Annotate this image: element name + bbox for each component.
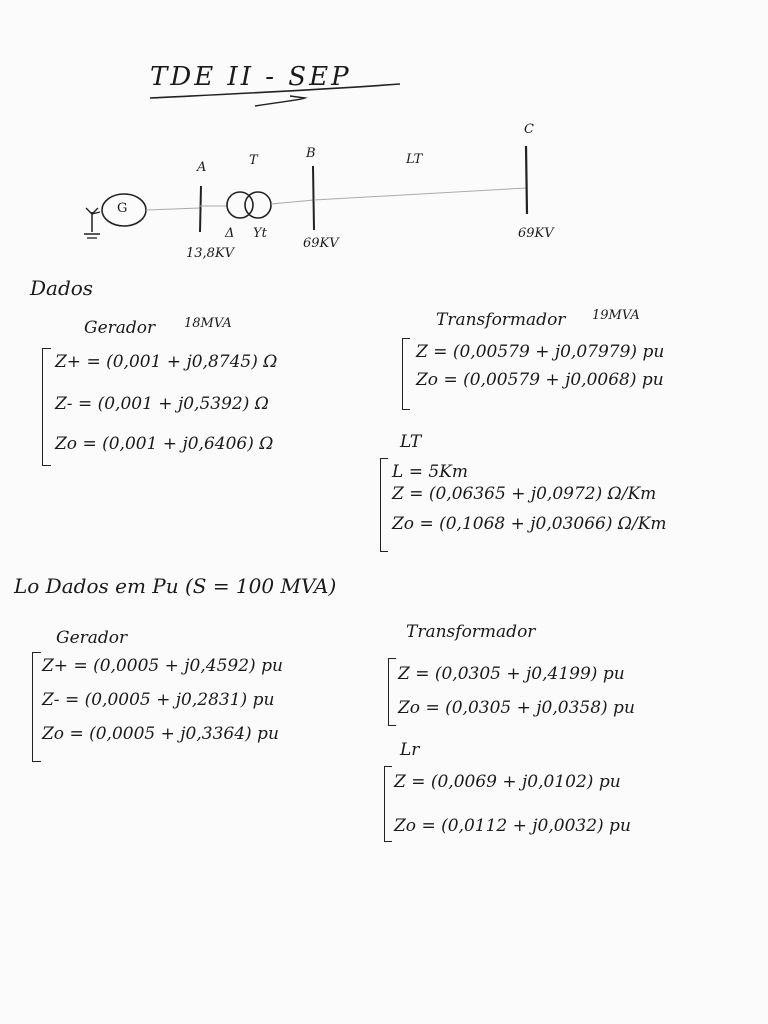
pu-gerador-label: Gerador	[56, 628, 128, 648]
pu-lt-z: Z = (0,0069 + j0,0102) pu	[394, 772, 621, 792]
transformer-label: T	[249, 153, 258, 168]
line-label: LT	[406, 152, 423, 167]
dados-heading: Dados	[30, 276, 94, 300]
lt-z: Z = (0,06365 + j0,0972) Ω/Km	[392, 484, 657, 504]
ground-icon	[84, 207, 101, 239]
title-underline	[149, 83, 401, 107]
pu-lt-label: Lr	[400, 740, 420, 760]
gerador-rating: 18MVA	[184, 316, 232, 331]
transmission-line	[313, 187, 527, 201]
lt-label: LT	[400, 432, 422, 452]
one-line-diagram	[84, 145, 529, 239]
lt-z-zero: Zo = (0,1068 + j0,03066) Ω/Km	[392, 514, 667, 534]
lt-length: L = 5Km	[392, 462, 468, 482]
transformador-z: Z = (0,00579 + j0,07979) pu	[416, 342, 665, 362]
gerador-z-zero: Zo = (0,001 + j0,6406) Ω	[55, 434, 274, 454]
bus-c	[524, 145, 529, 215]
bus-b	[312, 165, 315, 231]
bus-b-label: B	[306, 146, 316, 161]
pu-gerador-z-pos: Z+ = (0,0005 + j0,4592) pu	[42, 656, 283, 676]
pu-transformador-z: Z = (0,0305 + j0,4199) pu	[398, 664, 625, 684]
wye-connection-label: Yt	[253, 226, 267, 241]
voltage-a-label: 13,8KV	[186, 246, 235, 261]
voltage-c-label: 69KV	[518, 226, 554, 241]
gerador-z-neg: Z- = (0,001 + j0,5392) Ω	[55, 394, 269, 414]
lt-bracket	[380, 458, 388, 552]
gerador-z-pos: Z+ = (0,001 + j0,8745) Ω	[55, 352, 278, 372]
transformador-z-zero: Zo = (0,00579 + j0,0068) pu	[416, 370, 664, 390]
voltage-b-label: 69KV	[303, 236, 339, 251]
pu-transformador-bracket	[388, 658, 396, 726]
bus-a	[199, 185, 202, 233]
bus-c-label: C	[524, 122, 534, 137]
generator-label: G	[117, 201, 128, 216]
bus-a-label: A	[197, 160, 207, 175]
transformer-icon	[226, 191, 272, 219]
pu-gerador-z-neg: Z- = (0,0005 + j0,2831) pu	[42, 690, 275, 710]
delta-connection-label: Δ	[225, 226, 235, 241]
pu-gerador-bracket	[32, 652, 41, 762]
page-title: TDE II - SEP	[150, 62, 352, 92]
pu-lt-bracket	[384, 766, 392, 842]
pu-lt-z-zero: Zo = (0,0112 + j0,0032) pu	[394, 816, 631, 836]
gerador-label: Gerador	[84, 318, 156, 338]
pu-transformador-z-zero: Zo = (0,0305 + j0,0358) pu	[398, 698, 635, 718]
gerador-bracket	[42, 348, 51, 466]
pu-transformador-label: Transformador	[406, 622, 536, 642]
pu-gerador-z-zero: Zo = (0,0005 + j0,3364) pu	[42, 724, 279, 744]
pu-heading: Lo Dados em Pu (S = 100 MVA)	[14, 574, 337, 598]
transformador-bracket	[402, 338, 410, 410]
transformador-rating: 19MVA	[592, 308, 640, 323]
transformador-label: Transformador	[436, 310, 566, 330]
